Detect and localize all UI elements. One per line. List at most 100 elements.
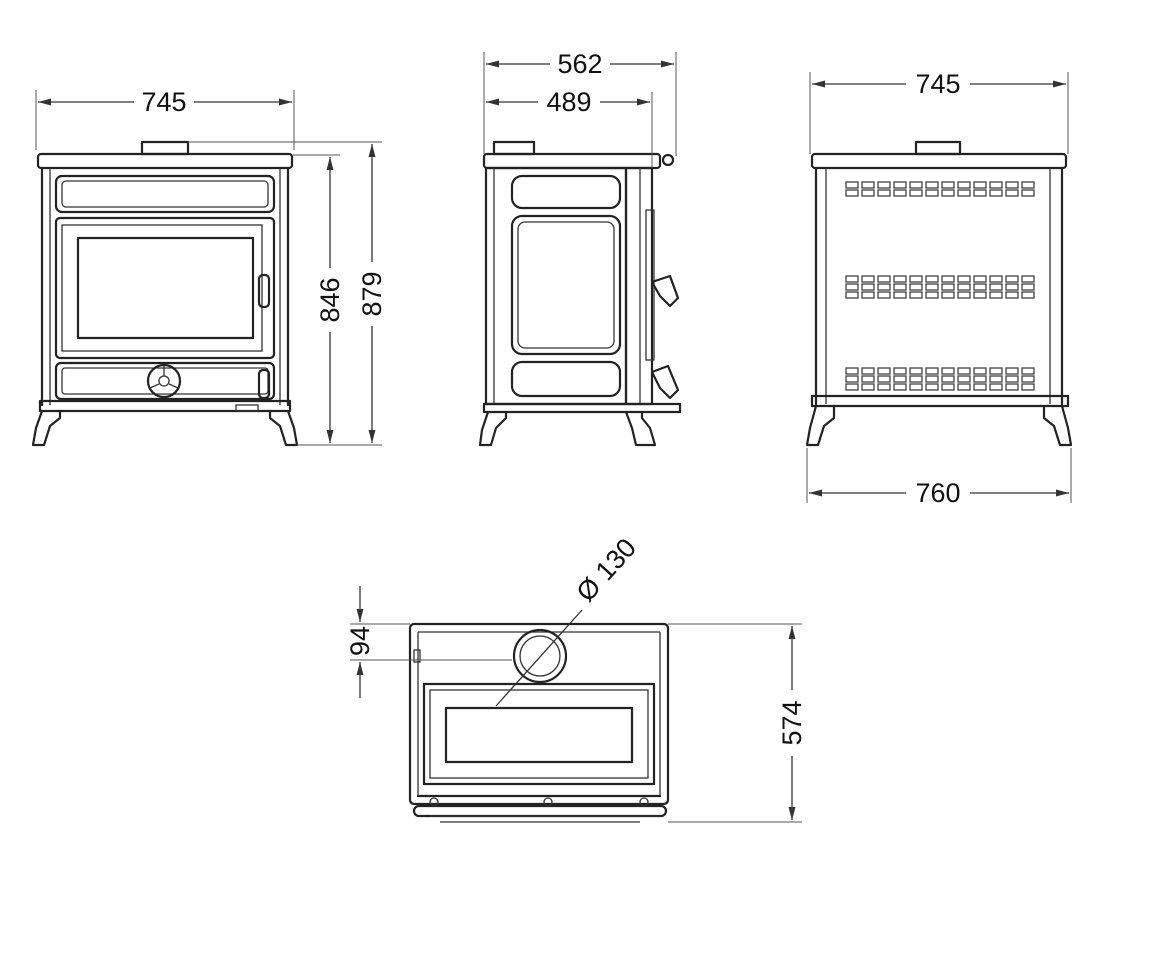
vent-slot	[909, 189, 923, 197]
front-view	[31, 140, 299, 447]
vent-slot	[893, 383, 907, 391]
vent-slot	[989, 275, 1003, 283]
vent-slot	[957, 181, 971, 189]
vent-slot	[1005, 283, 1019, 291]
vent-slot	[893, 291, 907, 299]
vent-slot	[877, 291, 891, 299]
vent-slot	[909, 375, 923, 383]
vent-slot	[1005, 181, 1019, 189]
back-vent-grilles	[845, 181, 1035, 391]
vent-slot	[941, 383, 955, 391]
top-depth-label: 574	[777, 700, 807, 745]
vent-slot	[1021, 383, 1035, 391]
vent-slot	[1021, 181, 1035, 189]
side-top-knob	[661, 153, 675, 167]
vent-slot	[957, 275, 971, 283]
vent-slot	[893, 283, 907, 291]
vent-slot	[909, 275, 923, 283]
back-view	[805, 140, 1073, 447]
vent-slot	[973, 189, 987, 197]
vent-slot	[1005, 291, 1019, 299]
vent-slot	[973, 275, 987, 283]
vent-slot	[1021, 375, 1035, 383]
vent-slot	[845, 283, 859, 291]
vent-slot	[893, 189, 907, 197]
vent-slot	[973, 383, 987, 391]
vent-slot	[909, 291, 923, 299]
vent-slot	[973, 283, 987, 291]
vent-slot	[877, 181, 891, 189]
side-door-handle	[650, 274, 680, 308]
vent-slot	[1005, 383, 1019, 391]
vent-slot	[941, 367, 955, 375]
vent-slot	[925, 291, 939, 299]
vent-slot	[989, 291, 1003, 299]
vent-slot	[1005, 275, 1019, 283]
vent-slot	[861, 189, 875, 197]
vent-slot	[925, 367, 939, 375]
front-dimensions: 745 846 879	[35, 87, 387, 446]
flue-diameter-label: Ø 130	[571, 533, 643, 608]
vent-slot	[893, 275, 907, 283]
vent-slot	[925, 181, 939, 189]
vent-slot	[845, 291, 859, 299]
top-view	[408, 609, 670, 823]
vent-slot	[957, 283, 971, 291]
vent-slot	[957, 375, 971, 383]
vent-slot	[845, 275, 859, 283]
flue-outlet	[512, 628, 568, 684]
vent-slot	[941, 275, 955, 283]
vent-slot	[861, 291, 875, 299]
side-body-depth-label: 489	[546, 87, 591, 117]
vent-slot	[845, 189, 859, 197]
vent-slot	[909, 181, 923, 189]
vent-slot	[1005, 189, 1019, 197]
vent-slot	[941, 283, 955, 291]
vent-slot	[989, 181, 1003, 189]
side-total-depth-label: 562	[557, 49, 602, 79]
back-top-width-label: 745	[915, 69, 960, 99]
vent-slot	[861, 383, 875, 391]
vent-slot	[845, 367, 859, 375]
vent-slot	[925, 375, 939, 383]
vent-slot	[957, 367, 971, 375]
vent-slot	[909, 383, 923, 391]
vent-slot	[1005, 367, 1019, 375]
vent-slot	[973, 181, 987, 189]
vent-slot	[973, 291, 987, 299]
vent-slot	[989, 189, 1003, 197]
vent-slot	[877, 383, 891, 391]
vent-slot	[877, 189, 891, 197]
vent-slot	[973, 367, 987, 375]
front-body-height-label: 846	[315, 277, 345, 322]
vent-slot	[925, 383, 939, 391]
vent-slot	[1021, 275, 1035, 283]
vent-slot	[941, 181, 955, 189]
vent-slot	[893, 367, 907, 375]
vent-slot	[877, 275, 891, 283]
vent-slot	[1005, 375, 1019, 383]
vent-slot	[941, 291, 955, 299]
vent-slot	[925, 189, 939, 197]
vent-slot	[989, 383, 1003, 391]
flue-offset-label: 94	[345, 626, 375, 656]
vent-slot	[1021, 189, 1035, 197]
vent-slot	[877, 367, 891, 375]
air-control-knob	[146, 363, 182, 399]
vent-slot	[861, 275, 875, 283]
side-view	[478, 140, 682, 447]
vent-slot	[973, 375, 987, 383]
front-total-height-label: 879	[357, 271, 387, 316]
vent-slot	[861, 367, 875, 375]
vent-slot	[1021, 283, 1035, 291]
vent-slot	[941, 189, 955, 197]
vent-slot	[925, 283, 939, 291]
vent-slot	[1021, 291, 1035, 299]
vent-slot	[845, 375, 859, 383]
vent-slot	[877, 283, 891, 291]
vent-slot	[893, 375, 907, 383]
side-dimensions: 562 489	[483, 49, 677, 168]
vent-slot	[957, 189, 971, 197]
vent-slot	[925, 275, 939, 283]
